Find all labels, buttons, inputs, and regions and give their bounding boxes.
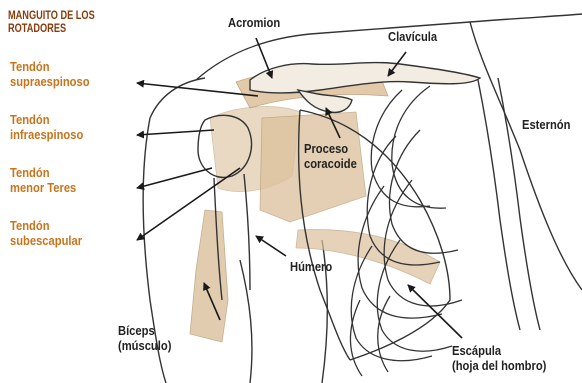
label-tendon-menor-teres: Tendón menor Teres bbox=[10, 166, 76, 196]
label-clavicula: Clavícula bbox=[388, 30, 437, 45]
arrow-humero bbox=[256, 236, 286, 256]
label-tendon-infraespinoso: Tendón infraespinoso bbox=[10, 113, 83, 143]
rotator-cuff-heading: MANGUITO DE LOS ROTADORES bbox=[8, 10, 95, 36]
label-tendon-supraespinoso: Tendón supraespinoso bbox=[10, 60, 90, 90]
arrow-subescapular bbox=[137, 168, 240, 240]
label-proceso-coracoide: Proceso coracoide bbox=[304, 142, 357, 172]
sternum bbox=[478, 78, 540, 330]
label-humero: Húmero bbox=[290, 260, 332, 275]
rib-cage bbox=[350, 86, 462, 376]
arrow-menor-teres bbox=[137, 168, 212, 188]
label-tendon-subescapular: Tendón subescapular bbox=[10, 219, 82, 249]
arrow-infraespinoso bbox=[137, 130, 214, 135]
label-biceps: Bíceps (músculo) bbox=[118, 324, 171, 354]
label-acromion: Acromion bbox=[228, 16, 280, 31]
label-esternon: Esternón bbox=[522, 118, 570, 133]
muscle-fills bbox=[190, 70, 440, 342]
label-escapula: Escápula (hoja del hombro) bbox=[452, 344, 546, 374]
